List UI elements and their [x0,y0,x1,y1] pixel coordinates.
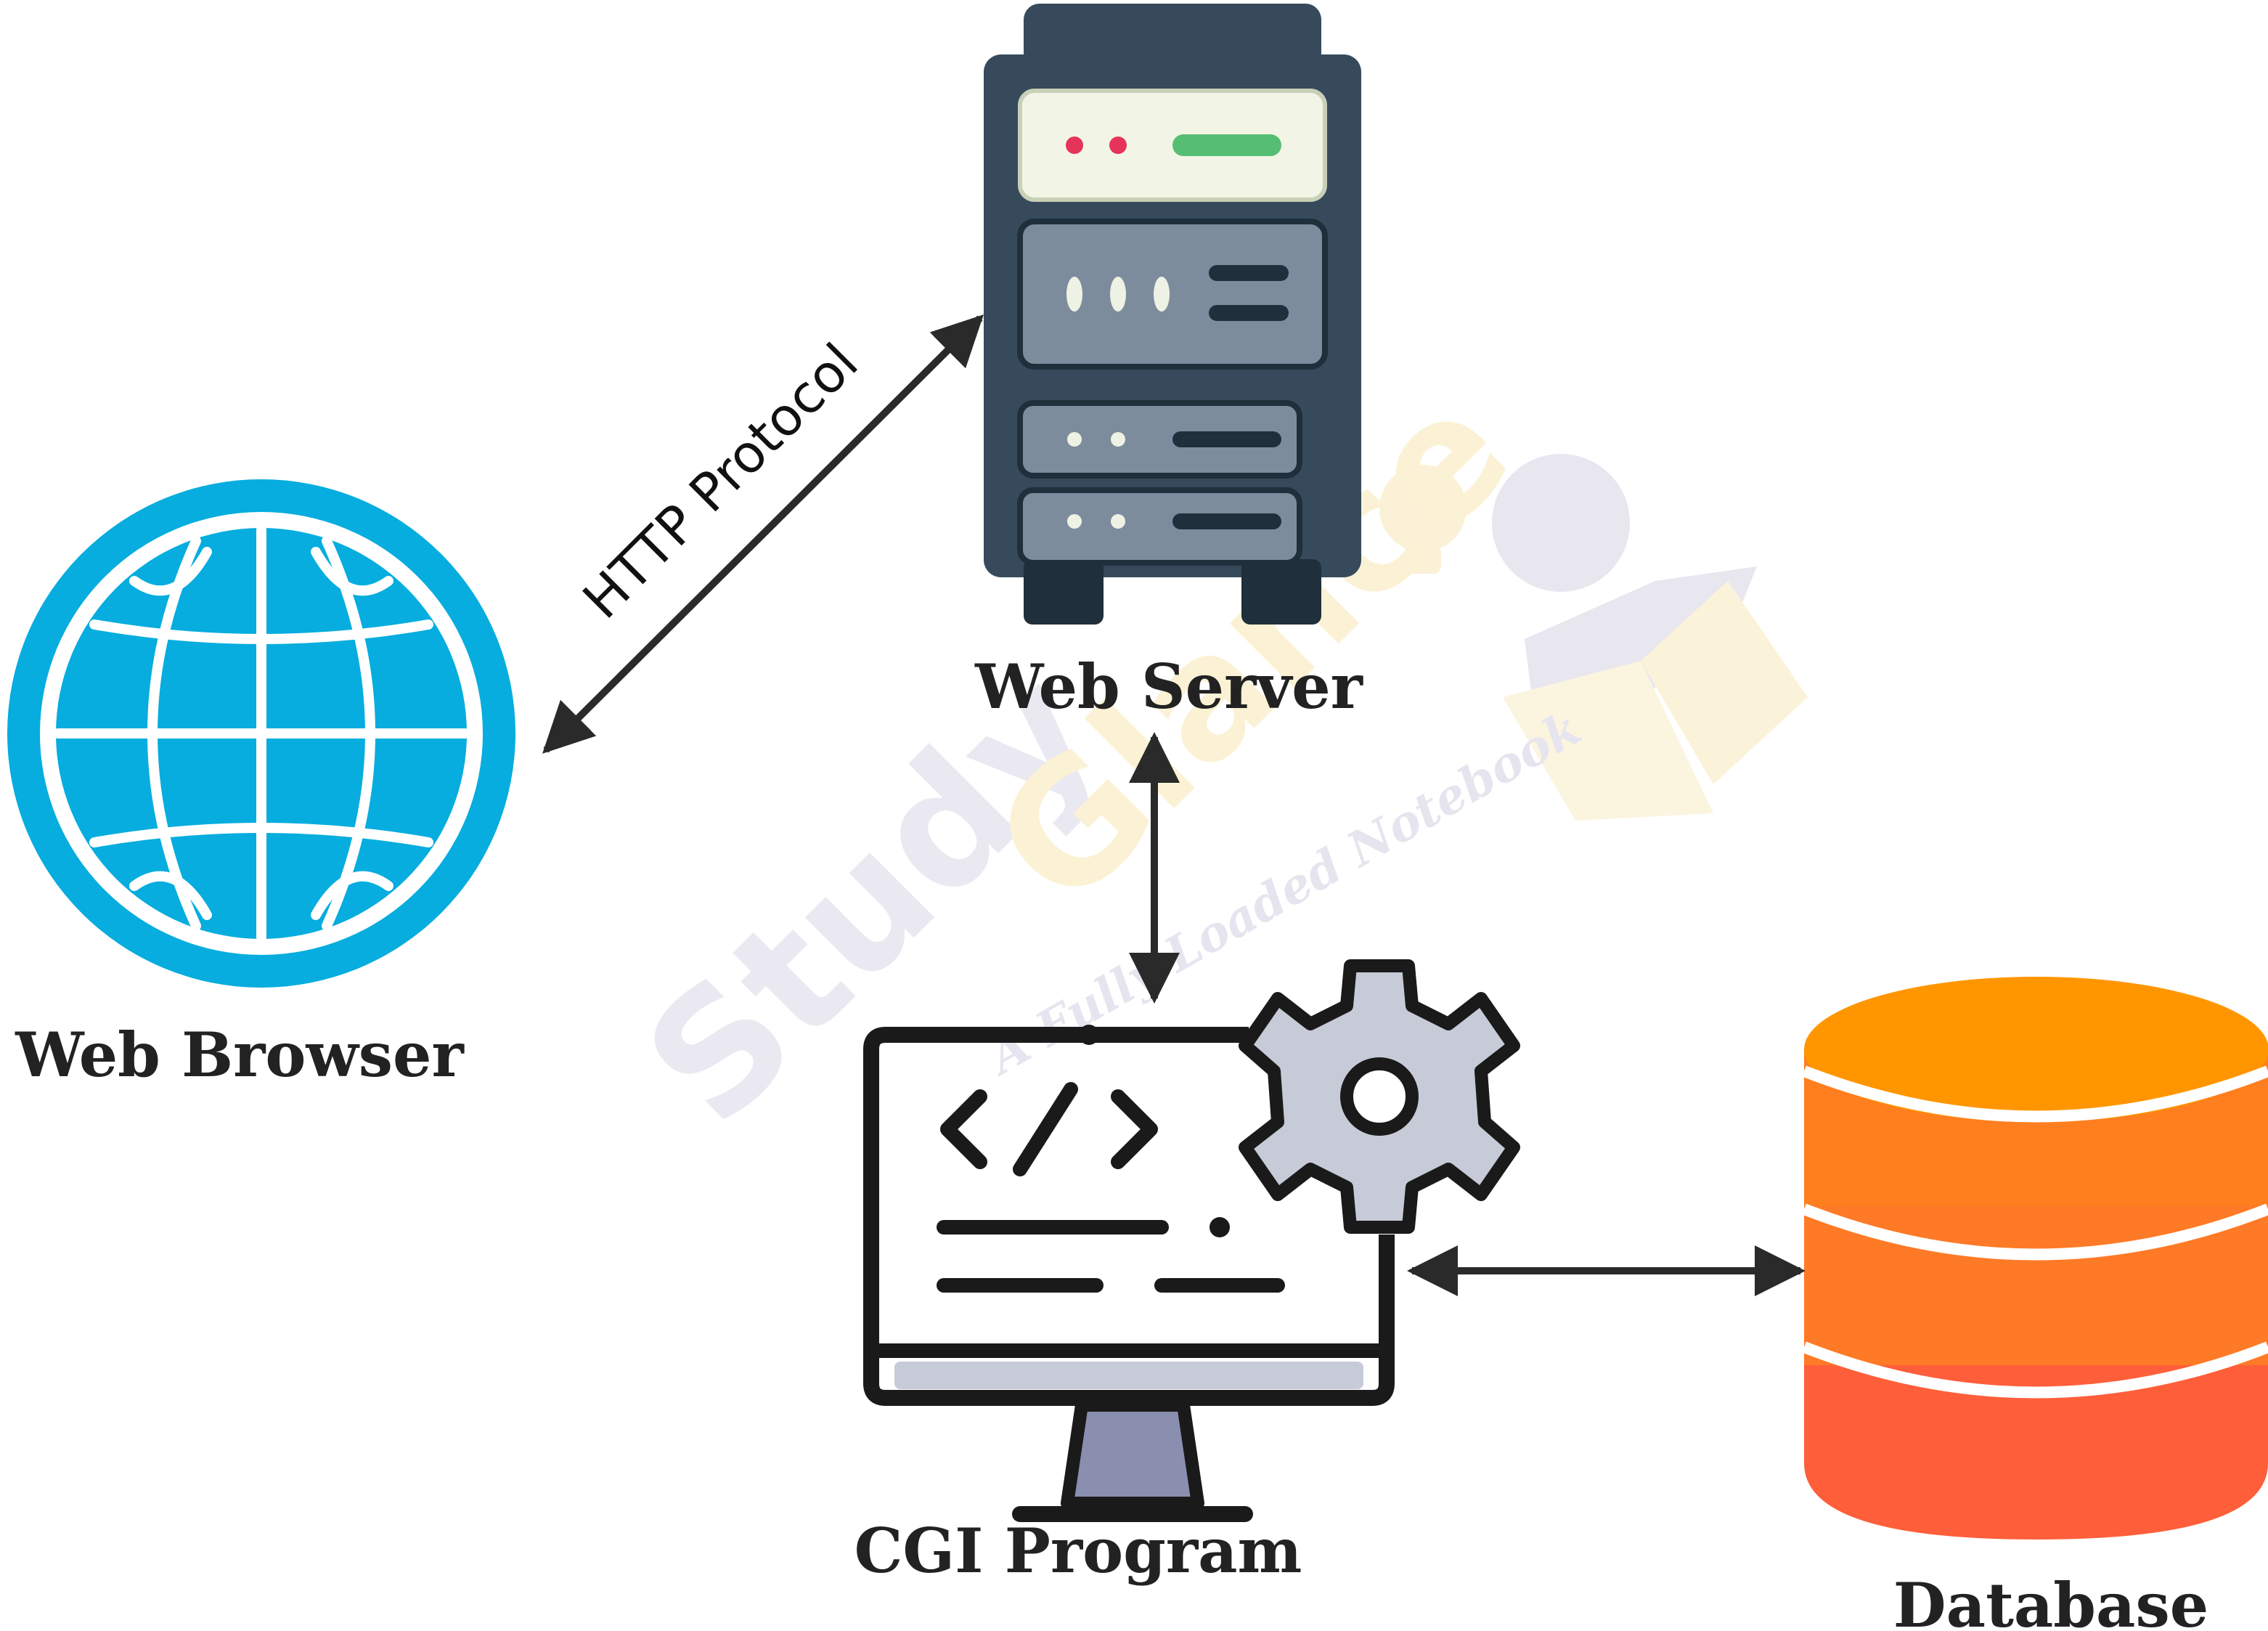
server-rack-icon [984,4,1361,625]
globe-icon [7,479,515,988]
node-database: Database [1802,977,2268,1631]
node-web-server: Web Server [974,4,1364,723]
edge-label-http-protocol: HTTP Protocol [571,332,870,630]
node-label-web-browser: Web Browser [15,1019,465,1091]
edges [542,314,1806,1296]
watermark-logo-icon [1379,454,1808,821]
monitor-code-gear-icon [863,959,1520,1522]
node-label-web-server: Web Server [974,651,1364,723]
database-cylinder-icon [1802,977,2268,1540]
node-label-database: Database [1893,1569,2208,1631]
edge-browser-server [542,314,984,754]
node-label-cgi-program: CGI Program [854,1515,1302,1587]
node-cgi-program: CGI Program [854,959,1520,1587]
node-web-browser: Web Browser [7,479,515,1091]
